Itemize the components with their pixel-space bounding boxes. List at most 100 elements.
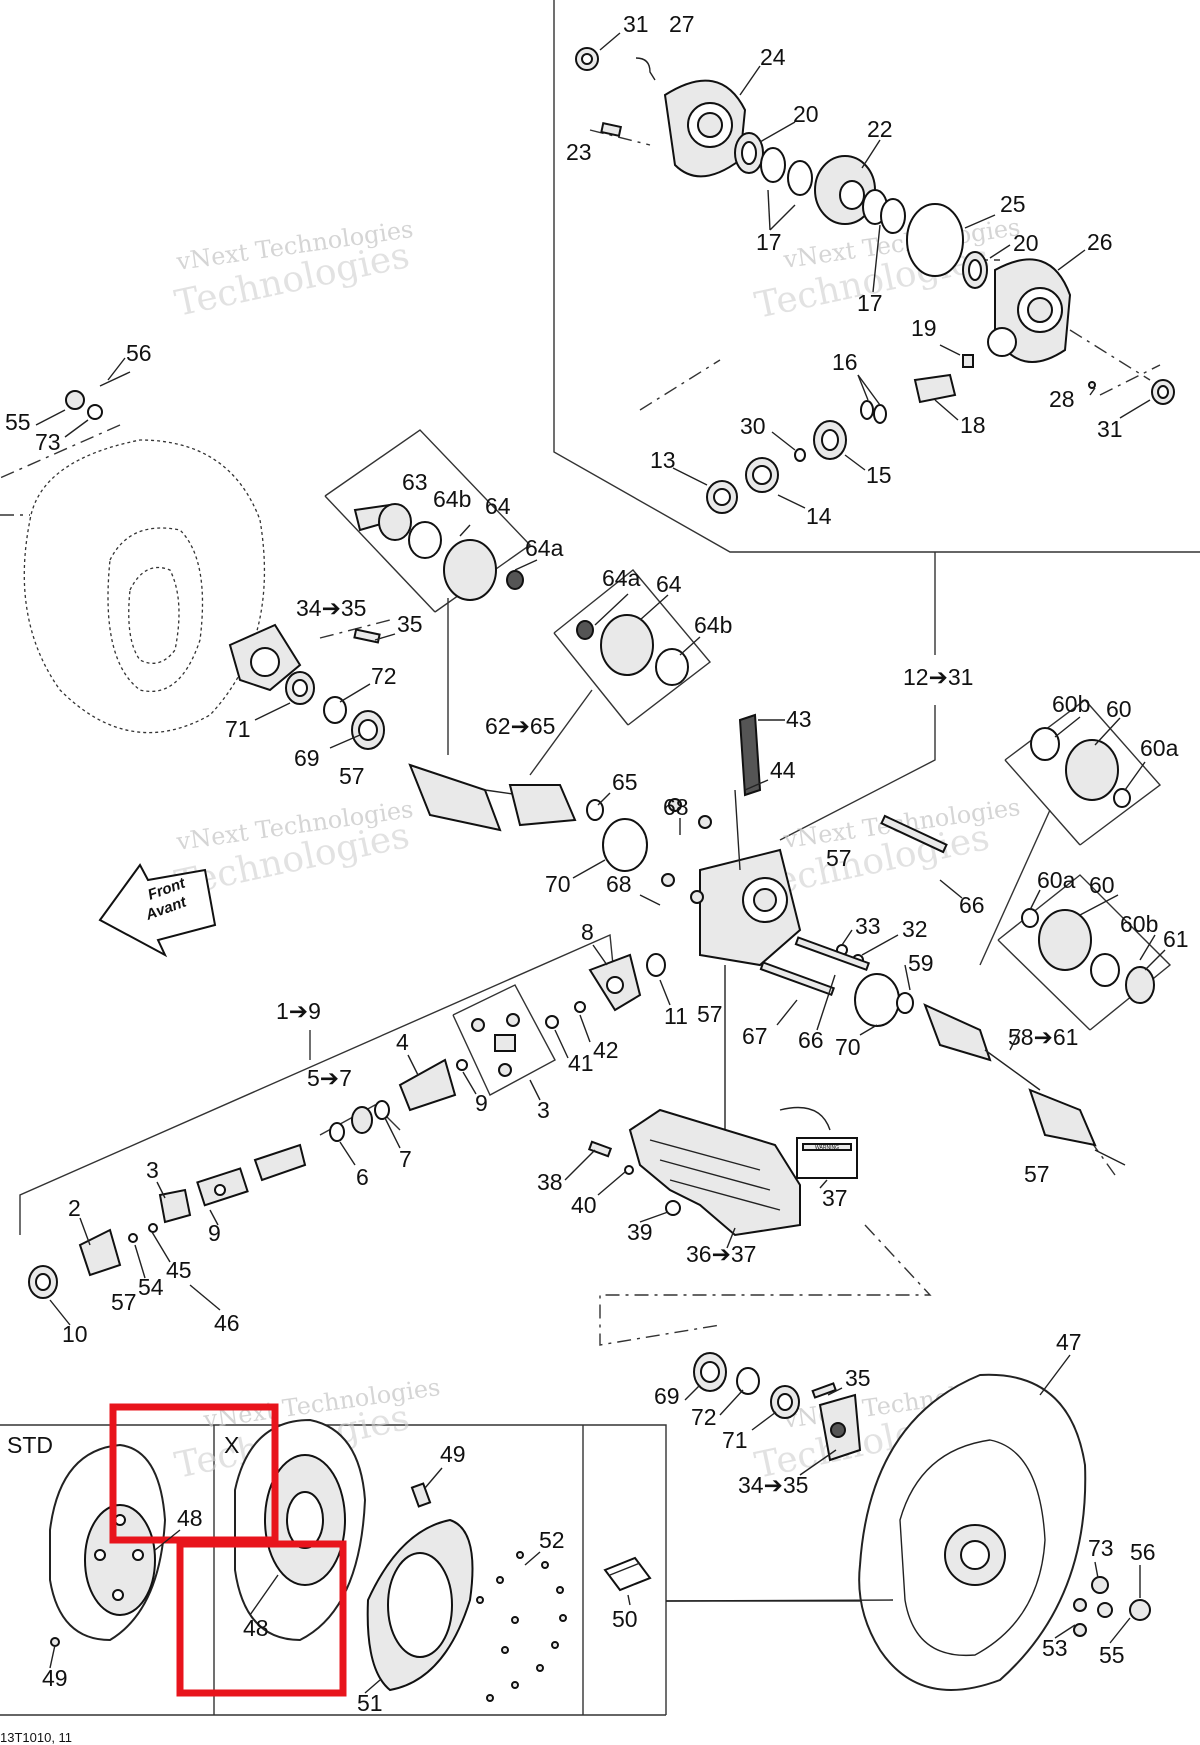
callout-57: 57 <box>697 1001 723 1027</box>
callout-38: 38 <box>537 1169 563 1195</box>
callout-66: 66 <box>798 1027 824 1053</box>
callout-33: 33 <box>855 913 881 939</box>
callout-42: 42 <box>593 1037 619 1063</box>
callout-20: 20 <box>1013 230 1039 256</box>
callout-17: 17 <box>857 290 883 316</box>
callout-11: 11 <box>664 1003 688 1029</box>
callout-56: 56 <box>1130 1539 1156 1565</box>
callout-72: 72 <box>371 663 397 689</box>
callout-68: 68 <box>663 794 689 820</box>
callout-69: 69 <box>294 745 320 771</box>
callout-52: 52 <box>539 1527 565 1553</box>
callout-18: 18 <box>960 412 986 438</box>
callout-8: 8 <box>581 919 594 945</box>
callout-37: 37 <box>822 1185 848 1211</box>
callout-64a: 64a <box>602 565 641 591</box>
callout-60: 60 <box>1089 872 1115 898</box>
callout-47: 47 <box>1056 1329 1082 1355</box>
callout-2: 2 <box>68 1195 81 1221</box>
callout-49: 49 <box>440 1441 466 1467</box>
callout-48: 48 <box>243 1615 269 1641</box>
callout-57: 57 <box>826 845 852 871</box>
highlight-box-upper <box>109 1403 279 1544</box>
callout-25: 25 <box>1000 191 1026 217</box>
callout-20: 20 <box>793 101 819 127</box>
callout-26: 26 <box>1087 229 1113 255</box>
callout-51: 51 <box>357 1690 383 1716</box>
bolt-ring <box>476 1551 567 1702</box>
callout-70: 70 <box>545 871 571 897</box>
callout-31: 31 <box>623 11 649 37</box>
callout-labels: 31 27 24 20 22 23 17 25 20 26 17 19 16 2… <box>5 11 1189 1716</box>
callout-58-61: 58➔61 <box>1008 1024 1078 1050</box>
callout-64a: 64a <box>525 535 564 561</box>
callout-66: 66 <box>959 892 985 918</box>
skid-plate: WARNING <box>587 1106 858 1237</box>
callout-73: 73 <box>1088 1535 1114 1561</box>
callout-35: 35 <box>845 1365 871 1391</box>
watermarks: vNext Technologies Technologies vNext Te… <box>171 213 1022 1487</box>
callout-28: 28 <box>1049 386 1075 412</box>
variant-x-label: X <box>224 1432 239 1458</box>
callout-53: 53 <box>1042 1635 1068 1661</box>
callout-61: 61 <box>1163 926 1189 952</box>
callout-40: 40 <box>571 1192 597 1218</box>
callout-32: 32 <box>902 916 928 942</box>
rim-variants <box>49 1418 652 1702</box>
callout-5-7: 5➔7 <box>307 1065 352 1091</box>
front-driveshaft <box>353 503 689 872</box>
callout-57: 57 <box>1024 1161 1050 1187</box>
callout-31: 31 <box>1097 416 1123 442</box>
right-driveshaft <box>923 727 1155 1166</box>
callout-57: 57 <box>339 763 365 789</box>
callout-15: 15 <box>866 462 892 488</box>
callout-17: 17 <box>756 229 782 255</box>
callout-71: 71 <box>722 1427 748 1453</box>
callout-54: 54 <box>138 1274 164 1300</box>
callout-46: 46 <box>214 1310 240 1336</box>
callout-36-37: 36➔37 <box>686 1241 756 1267</box>
callout-41: 41 <box>568 1050 594 1076</box>
callout-73: 73 <box>35 429 61 455</box>
callout-60: 60 <box>1106 696 1132 722</box>
callout-60b: 60b <box>1120 911 1158 937</box>
front-arrow: Front Avant <box>98 863 217 958</box>
callout-10: 10 <box>62 1321 88 1347</box>
callout-4: 4 <box>396 1029 409 1055</box>
callout-7: 7 <box>399 1146 412 1172</box>
callout-9: 9 <box>208 1220 221 1246</box>
warning-decal-text: WARNING <box>815 1145 839 1151</box>
callout-63: 63 <box>402 469 428 495</box>
callout-43: 43 <box>786 706 812 732</box>
highlight-boxes <box>109 1403 347 1697</box>
differential-parts <box>575 47 1175 514</box>
callout-24: 24 <box>760 44 786 70</box>
right-wheel <box>665 1352 1151 1691</box>
callout-14: 14 <box>806 503 832 529</box>
document-code: 13T1010, 11 <box>0 1730 72 1745</box>
callout-68: 68 <box>606 871 632 897</box>
variant-std-label: STD <box>7 1432 53 1458</box>
callout-67: 67 <box>742 1023 768 1049</box>
callout-3: 3 <box>537 1097 550 1123</box>
callout-16: 16 <box>832 349 858 375</box>
callout-leaders <box>35 32 1166 1694</box>
callout-70: 70 <box>835 1034 861 1060</box>
callout-1-9: 1➔9 <box>276 998 321 1024</box>
callout-60a: 60a <box>1140 735 1179 761</box>
callout-34-35: 34➔35 <box>738 1472 808 1498</box>
callout-71: 71 <box>225 716 251 742</box>
callout-60a: 60a <box>1037 867 1076 893</box>
callout-19: 19 <box>911 315 937 341</box>
callout-55: 55 <box>1099 1642 1125 1668</box>
left-wheel <box>23 371 385 750</box>
callout-34-35: 34➔35 <box>296 595 366 621</box>
callout-64b: 64b <box>433 486 471 512</box>
callout-49: 49 <box>42 1665 68 1691</box>
callout-12-31: 12➔31 <box>903 664 973 690</box>
callout-48: 48 <box>177 1505 203 1531</box>
callout-55: 55 <box>5 409 31 435</box>
callout-22: 22 <box>867 116 893 142</box>
callout-56: 56 <box>126 340 152 366</box>
